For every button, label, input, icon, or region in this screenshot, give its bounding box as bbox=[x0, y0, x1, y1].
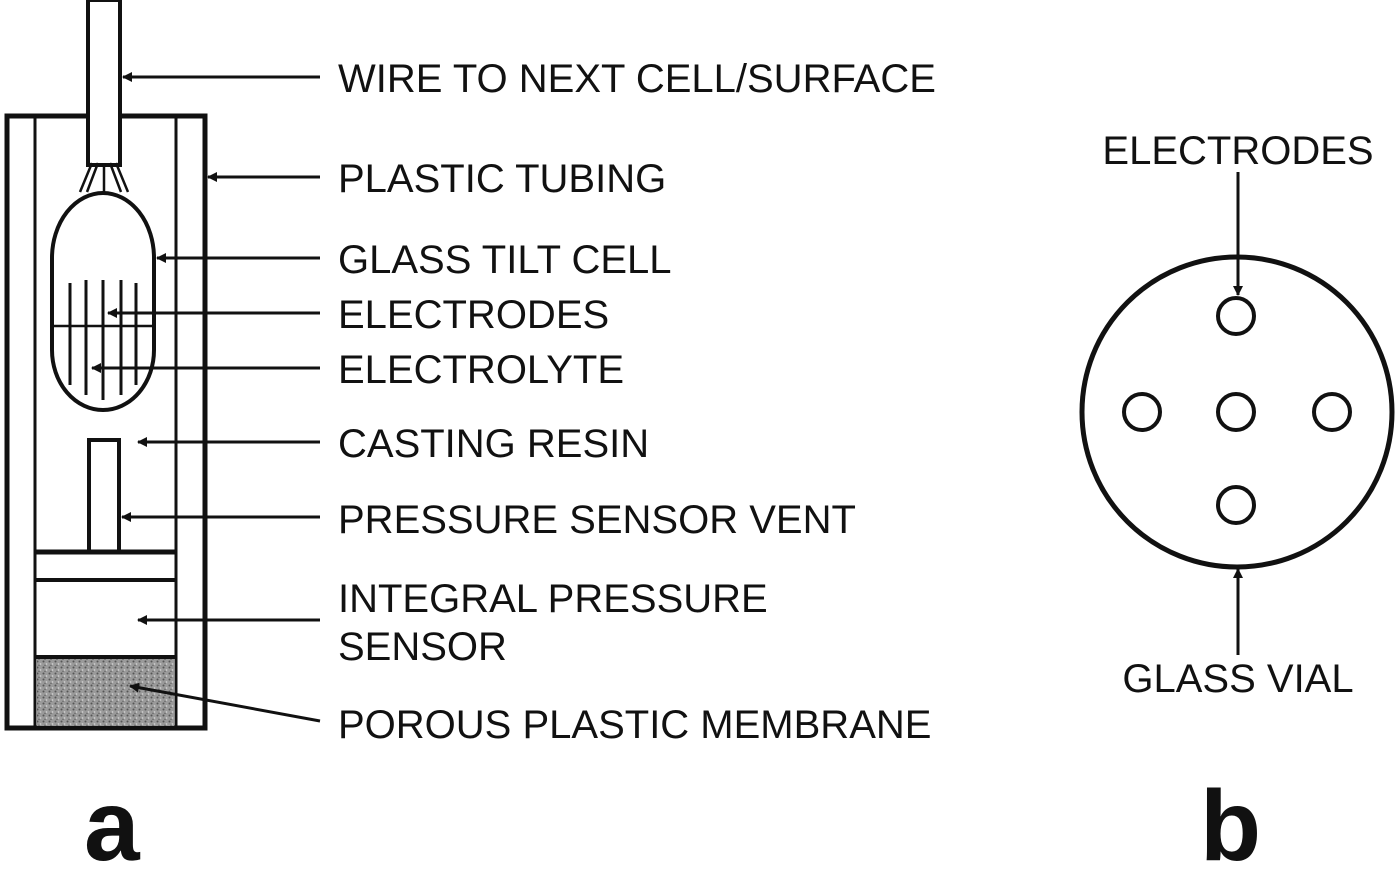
label-plastic-tubing: PLASTIC TUBING bbox=[338, 157, 666, 201]
glass-vial bbox=[1079, 254, 1395, 570]
glass-tilt-cell bbox=[50, 191, 156, 412]
label-electrodes-b: ELECTRODES bbox=[1102, 129, 1373, 173]
electrode-center bbox=[1216, 392, 1256, 432]
label-glass-tilt-cell: GLASS TILT CELL bbox=[338, 238, 672, 282]
wire-leads bbox=[78, 162, 130, 193]
membrane-arrow bbox=[129, 682, 321, 723]
electrode-top bbox=[1216, 296, 1256, 336]
panel-letter-b: b bbox=[1200, 770, 1261, 877]
label-glass-vial: GLASS VIAL bbox=[1122, 657, 1353, 701]
panel-letter-a: a bbox=[84, 770, 141, 877]
electrode-left bbox=[1122, 392, 1162, 432]
panel-b: ELECTRODES GLASS VIAL b bbox=[1079, 129, 1395, 877]
electrodes bbox=[68, 280, 138, 400]
electrode-right bbox=[1312, 392, 1352, 432]
wire bbox=[86, 0, 122, 167]
label-casting-resin: CASTING RESIN bbox=[338, 422, 649, 466]
panel-a: WIRE TO NEXT CELL/SURFACE PLASTIC TUBING… bbox=[4, 0, 936, 877]
pressure-sensor-vent bbox=[87, 438, 121, 554]
label-integral-pressure: INTEGRAL PRESSURE bbox=[338, 577, 768, 621]
porous-membrane bbox=[37, 659, 174, 726]
label-wire: WIRE TO NEXT CELL/SURFACE bbox=[338, 57, 936, 101]
label-porous-membrane: POROUS PLASTIC MEMBRANE bbox=[338, 703, 931, 747]
label-sensor: SENSOR bbox=[338, 625, 507, 669]
callouts-a bbox=[91, 72, 321, 723]
label-electrodes-a: ELECTRODES bbox=[338, 293, 609, 337]
label-pressure-sensor-vent: PRESSURE SENSOR VENT bbox=[338, 498, 856, 542]
label-electrolyte: ELECTROLYTE bbox=[338, 348, 624, 392]
electrode-bottom bbox=[1216, 485, 1256, 525]
